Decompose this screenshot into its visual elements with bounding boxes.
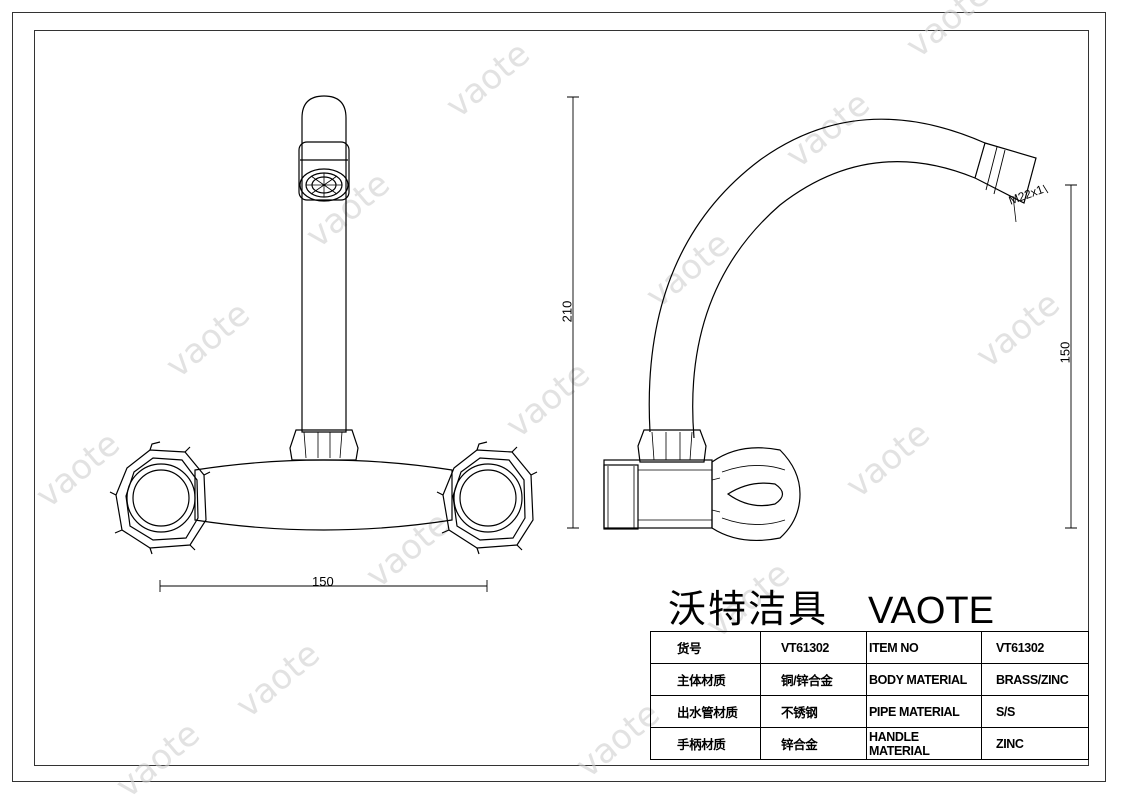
- cn-value-cell: 铜/锌合金: [760, 663, 867, 696]
- table-row: 出水管材质 不锈钢 PIPE MATERIAL S/S: [650, 695, 1089, 728]
- table-row: 手柄材质 锌合金 HANDLE MATERIAL ZINC: [650, 727, 1089, 760]
- side-height-dimension-label: 210: [559, 300, 575, 323]
- cn-label-cell: 出水管材质: [650, 695, 761, 728]
- en-label-cell: ITEM NO: [866, 631, 982, 664]
- spec-table: 货号 VT61302 ITEM NO VT61302 主体材质 铜/锌合金 BO…: [650, 631, 1089, 760]
- table-row: 货号 VT61302 ITEM NO VT61302: [650, 631, 1089, 664]
- cn-value-cell: VT61302: [760, 631, 867, 664]
- front-view: [109, 95, 538, 592]
- side-handle: [711, 447, 801, 542]
- right-handle: [436, 441, 538, 555]
- cn-label-cell: 手柄材质: [650, 727, 761, 760]
- en-label-cell: BODY MATERIAL: [866, 663, 982, 696]
- table-row: 主体材质 铜/锌合金 BODY MATERIAL BRASS/ZINC: [650, 663, 1089, 696]
- side-view: [567, 96, 1077, 542]
- brand-english-name: VAOTE: [868, 590, 994, 632]
- cn-value-cell: 锌合金: [760, 727, 867, 760]
- brand-chinese-name: 沃特洁具: [668, 587, 829, 631]
- spout-height-dimension-label: 150: [1057, 341, 1073, 364]
- en-value-cell: S/S: [981, 695, 1089, 728]
- cn-label-cell: 货号: [650, 631, 761, 664]
- inner-frame: [34, 30, 1089, 766]
- en-label-cell: HANDLE MATERIAL: [866, 727, 982, 760]
- cn-value-cell: 不锈钢: [760, 695, 867, 728]
- en-label-cell: PIPE MATERIAL: [866, 695, 982, 728]
- left-handle: [109, 441, 211, 555]
- en-value-cell: VT61302: [981, 631, 1089, 664]
- en-value-cell: ZINC: [981, 727, 1089, 760]
- outer-frame: [12, 12, 1106, 782]
- front-width-dimension-label: 150: [312, 574, 334, 589]
- cn-label-cell: 主体材质: [650, 663, 761, 696]
- en-value-cell: BRASS/ZINC: [981, 663, 1089, 696]
